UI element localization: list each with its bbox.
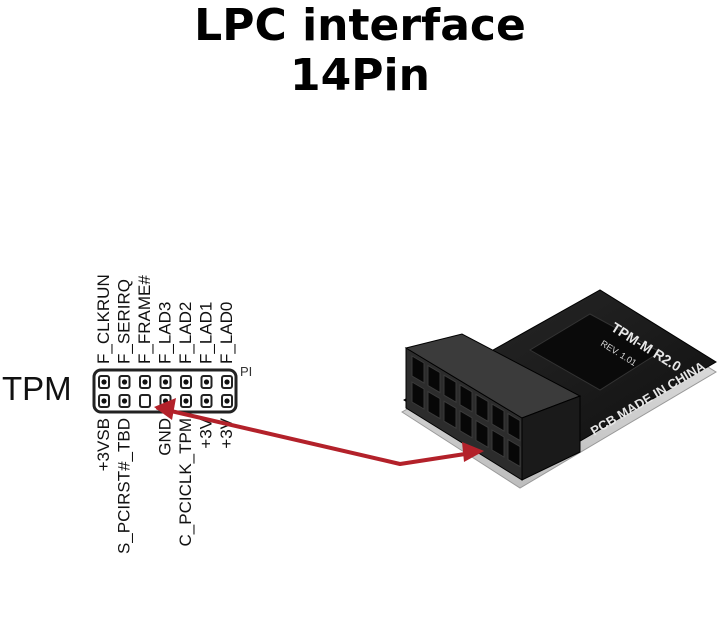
- connector-socket: [411, 355, 425, 384]
- top-pin-label: F_LAD1: [197, 302, 216, 364]
- bottom-pin-label: GND: [156, 418, 175, 456]
- connector-socket: [507, 412, 521, 442]
- header-pin-dot: [203, 379, 210, 385]
- tpm-chip: [529, 313, 661, 391]
- tpm-module: TPM-M R2.0 REV. 1.01 PCB MADE IN CHINA: [401, 289, 717, 489]
- connection-arrow: [154, 398, 484, 466]
- arrow-head-left: [154, 398, 176, 420]
- header-pin-dot: [101, 379, 107, 385]
- connector-socket: [411, 381, 425, 410]
- header-pins-top: [98, 375, 233, 389]
- bottom-pin-label: C_PCICLK_TPM: [176, 418, 195, 546]
- top-pin-label: F_LAD0: [217, 302, 236, 364]
- connector-socket: [475, 419, 489, 449]
- connector-socket: [443, 400, 457, 430]
- diagram-subtitle: 14Pin: [290, 50, 430, 101]
- connector-block: [404, 333, 582, 481]
- connector-socket: [427, 390, 441, 420]
- tpm-header-label: TPM: [2, 370, 72, 407]
- pin1-marker: PI: [240, 364, 253, 379]
- connector-socket: [459, 409, 473, 439]
- connector-socket: [507, 438, 521, 468]
- header-pin-dot: [101, 398, 107, 404]
- header-pin-dot: [224, 398, 230, 404]
- header-pin-bottom: [139, 394, 151, 408]
- header-pin-dot: [121, 398, 128, 404]
- bottom-pin-label: +3V: [197, 417, 216, 448]
- connector-socket: [491, 403, 505, 432]
- bottom-pin-label: +3VSB: [94, 418, 113, 471]
- header-pin-dot: [183, 379, 189, 385]
- connector-socket: [491, 429, 505, 458]
- top-pin-label: F_LAD2: [176, 302, 195, 364]
- header-pin-dot: [224, 379, 230, 385]
- top-pin-label: F_CLKRUN: [94, 274, 113, 364]
- arrow-line: [156, 406, 480, 466]
- connector-side: [521, 395, 581, 481]
- diagram-title: LPC interface: [194, 0, 526, 51]
- arrow-head-right: [462, 442, 484, 462]
- bottom-pin-label: S_PCIRST#_TBD: [115, 418, 134, 554]
- header-pin-dot: [142, 379, 148, 385]
- top-pin-label: F_FRAME#: [135, 275, 154, 364]
- connector-socket: [475, 393, 489, 423]
- connector-socket: [459, 383, 473, 413]
- header-pin-dot: [203, 398, 210, 404]
- connector-sockets: [411, 355, 521, 468]
- connector-socket: [443, 374, 457, 404]
- top-pin-label: F_SERIRQ: [115, 279, 134, 364]
- top-pin-label: F_LAD3: [156, 302, 175, 364]
- header-pin-dot: [121, 379, 128, 385]
- header-pin-dot: [162, 379, 169, 385]
- header-pin-dot: [183, 398, 189, 404]
- connector-socket: [427, 364, 441, 394]
